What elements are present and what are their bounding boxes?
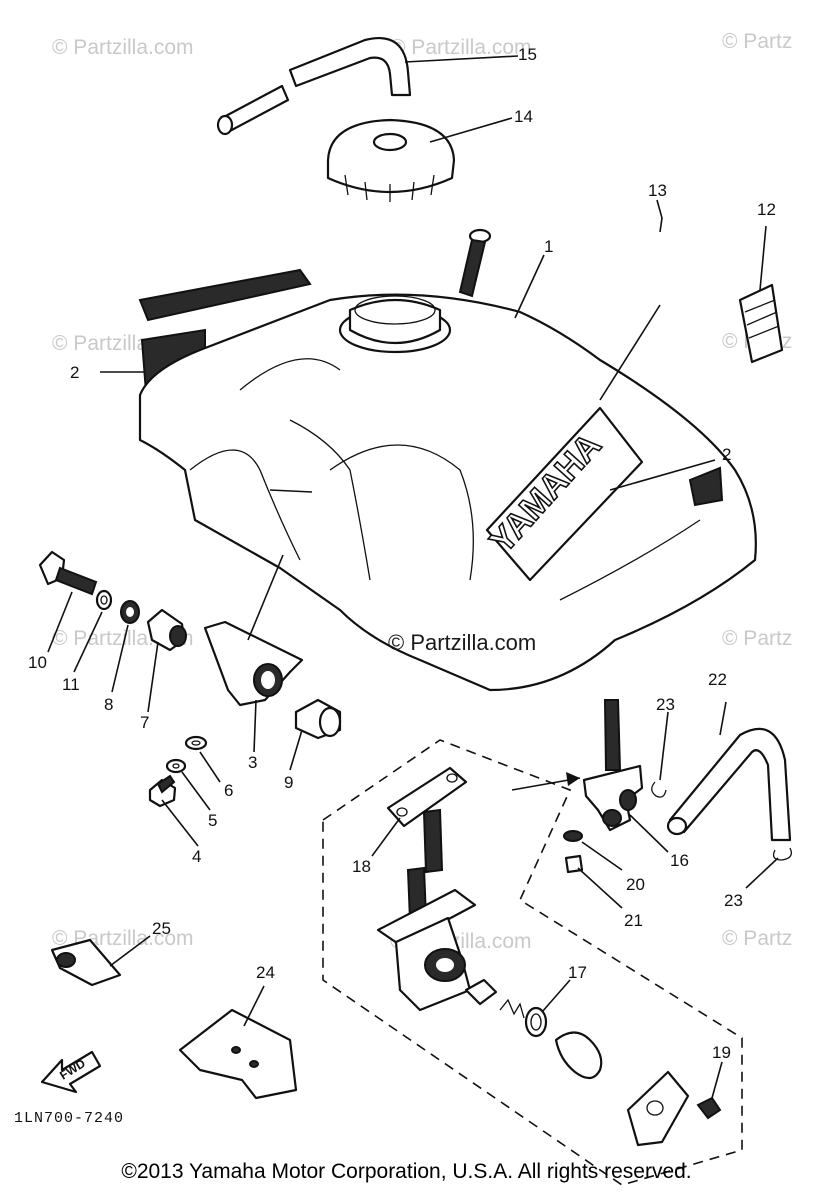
- watermark: © Partzilla.com: [390, 36, 532, 59]
- part-24-cushion: [178, 1008, 298, 1100]
- callout-12: 12: [757, 200, 776, 219]
- watermark: © Partzilla.com: [52, 36, 194, 59]
- copyright-notice: ©2013 Yamaha Motor Corporation, U.S.A. A…: [121, 1160, 692, 1183]
- part-spring: [499, 998, 525, 1019]
- fuel-cock-body: [376, 808, 477, 1012]
- part-20-washer: [563, 830, 583, 842]
- callout-24: 24: [256, 963, 275, 982]
- part-9-collar: [294, 698, 342, 740]
- part-7-damper: [146, 608, 187, 652]
- callout-9: 9: [284, 773, 293, 792]
- arrow-head: [566, 772, 580, 786]
- callout-18: 18: [352, 857, 371, 876]
- callout-23-bottom: 23: [724, 891, 743, 910]
- part-lever-plate: [626, 1070, 690, 1147]
- callout-22: 22: [708, 670, 727, 689]
- callout-13: 13: [648, 181, 667, 200]
- part-4-bolt: [148, 774, 177, 808]
- part-14-fuel-cap: [326, 118, 456, 202]
- callout-25: 25: [152, 919, 171, 938]
- exploded-view-boundary: [322, 739, 743, 1186]
- part-plunger: [464, 978, 498, 1006]
- part-23-clamp: [772, 847, 793, 861]
- callout-15: 15: [518, 45, 537, 64]
- part-15-vent-hose: [216, 37, 412, 136]
- part-6-washer: [184, 735, 208, 751]
- callout-23-top: 23: [656, 695, 675, 714]
- part-11-washer: [95, 589, 113, 611]
- callout-10: 10: [28, 653, 47, 672]
- callout-6: 6: [224, 781, 233, 800]
- forward-arrow-icon: FWD: [40, 1050, 102, 1094]
- part-1-fuel-tank: [138, 293, 757, 692]
- callout-2-left: 2: [70, 363, 79, 382]
- watermark-partial: © Partz: [722, 627, 792, 650]
- part-25-clip: [50, 938, 122, 987]
- part-23-clamp: [651, 781, 667, 798]
- part-8-nut: [120, 600, 140, 624]
- callout-11: 11: [62, 675, 80, 694]
- callout-1: 1: [544, 237, 553, 256]
- callout-3: 3: [248, 753, 257, 772]
- callout-7: 7: [140, 713, 149, 732]
- callouts: 15 14 13 12 1 2 2 10 11 8 7 3 9 6 5 4 23…: [28, 45, 776, 1062]
- callout-2-right: 2: [722, 445, 731, 464]
- watermark-center: © Partzilla.com: [388, 630, 536, 655]
- callout-17: 17: [568, 963, 587, 982]
- part-5-washer: [165, 758, 187, 774]
- callout-5: 5: [208, 811, 217, 830]
- callout-8: 8: [104, 695, 113, 714]
- watermark-partial: © Partz: [722, 927, 792, 950]
- part-17-o-ring: [524, 1006, 548, 1038]
- watermark-partial: © Partz: [722, 30, 792, 53]
- callout-14: 14: [514, 107, 533, 126]
- part-12-clip: [738, 283, 784, 364]
- part-22-fuel-hose: [666, 727, 792, 842]
- leader-lines: [47, 55, 779, 1099]
- callout-20: 20: [626, 875, 645, 894]
- callout-19: 19: [712, 1043, 731, 1062]
- callout-16: 16: [670, 851, 689, 870]
- part-13-screw: [458, 228, 492, 298]
- callout-21: 21: [624, 911, 643, 930]
- part-16-fuel-cock: [582, 699, 644, 832]
- diagram-code: 1LN700-7240: [14, 1110, 124, 1127]
- callout-4: 4: [192, 847, 201, 866]
- part-packing: [554, 1031, 603, 1080]
- part-10-bolt: [38, 550, 98, 596]
- part-19-screw: [696, 1096, 722, 1120]
- part-3-bracket: [203, 620, 304, 707]
